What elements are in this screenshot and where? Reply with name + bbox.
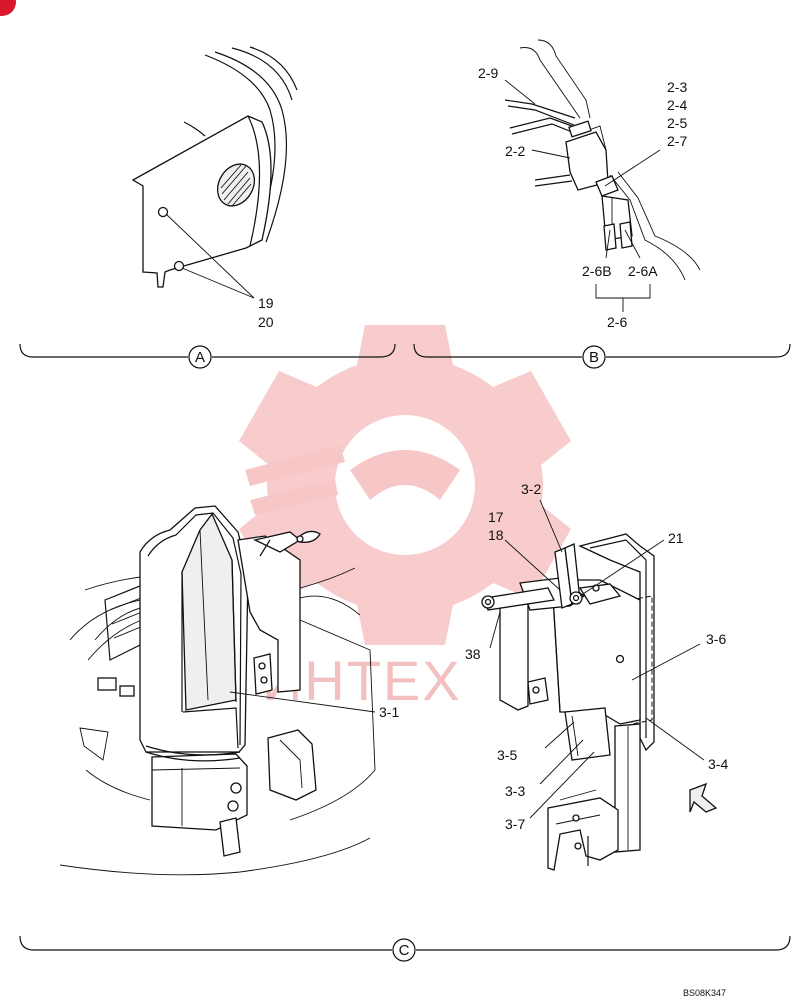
label-3-2: 3-2 <box>521 481 541 497</box>
label-17: 17 <box>488 509 504 525</box>
panel-a-bracket <box>19 343 396 369</box>
label-19: 19 <box>258 295 274 311</box>
label-2-4: 2-4 <box>667 97 687 113</box>
label-3-4: 3-4 <box>708 756 728 772</box>
label-21: 21 <box>668 530 684 546</box>
label-20: 20 <box>258 314 274 330</box>
label-2-9: 2-9 <box>478 65 498 81</box>
panel-b-bracket <box>413 343 791 369</box>
label-3-7: 3-7 <box>505 816 525 832</box>
label-2-6a: 2-6A <box>628 263 658 279</box>
label-2-5: 2-5 <box>667 115 687 131</box>
panel-c-letter: C <box>399 942 410 959</box>
label-2-2: 2-2 <box>505 143 525 159</box>
label-3-6: 3-6 <box>706 631 726 647</box>
panel-b-letter: B <box>589 349 599 366</box>
label-3-3: 3-3 <box>505 783 525 799</box>
panel-c-right-drawing <box>481 499 718 871</box>
label-2-7: 2-7 <box>667 133 687 149</box>
label-2-6: 2-6 <box>607 314 627 330</box>
label-3-5: 3-5 <box>497 747 517 763</box>
label-38: 38 <box>465 646 481 662</box>
drawing-code: BS08K347 <box>683 988 726 998</box>
watermark-logo: ИНТЕХ <box>239 325 571 712</box>
panel-a-letter: A <box>195 349 205 366</box>
label-18: 18 <box>488 527 504 543</box>
panel-a-drawing <box>131 46 298 299</box>
label-3-1: 3-1 <box>379 704 399 720</box>
label-2-6b: 2-6B <box>582 263 612 279</box>
label-2-3: 2-3 <box>667 79 687 95</box>
panel-c-left-drawing <box>59 505 376 876</box>
panel-b-drawing <box>504 39 701 312</box>
corner-marker <box>0 0 16 16</box>
panel-c-bracket <box>19 935 791 962</box>
